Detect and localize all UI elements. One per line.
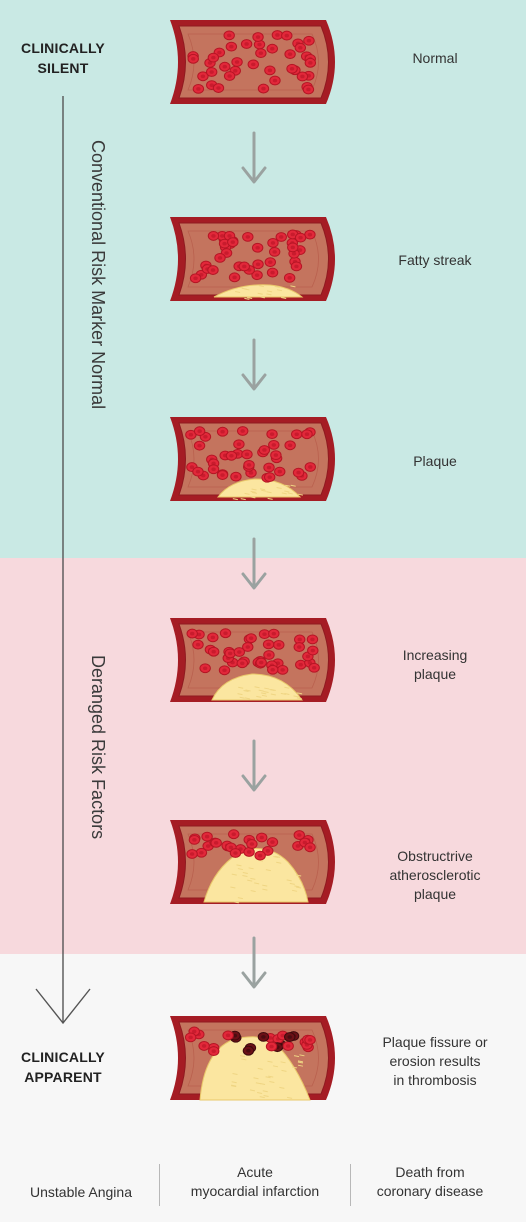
vessel-increasing-plaque — [170, 618, 335, 702]
down-arrow-icon — [241, 131, 267, 184]
vessel-obstructive-plaque — [170, 820, 335, 904]
vessel-normal — [170, 20, 335, 104]
stage-label-normal: Normal — [412, 50, 458, 66]
down-arrow-icon — [241, 936, 267, 989]
vessel-thrombosis — [170, 1016, 335, 1101]
down-arrow-icon — [241, 739, 267, 792]
deranged-risk-label: Deranged Risk Factors — [88, 655, 108, 840]
down-arrow-icon — [241, 537, 267, 590]
vessel-plaque — [170, 417, 335, 501]
outcome-divider — [350, 1164, 351, 1206]
stage-label-fatty-streak: Fatty streak — [398, 252, 472, 268]
outcome-divider — [159, 1164, 160, 1206]
stage-label-plaque: Plaque — [413, 453, 457, 469]
conventional-risk-label: Conventional Risk Marker Normal — [88, 140, 108, 410]
outcome-unstable-angina: Unstable Angina — [30, 1184, 132, 1200]
down-arrow-icon — [241, 338, 267, 391]
vessel-fatty-streak — [170, 217, 335, 301]
